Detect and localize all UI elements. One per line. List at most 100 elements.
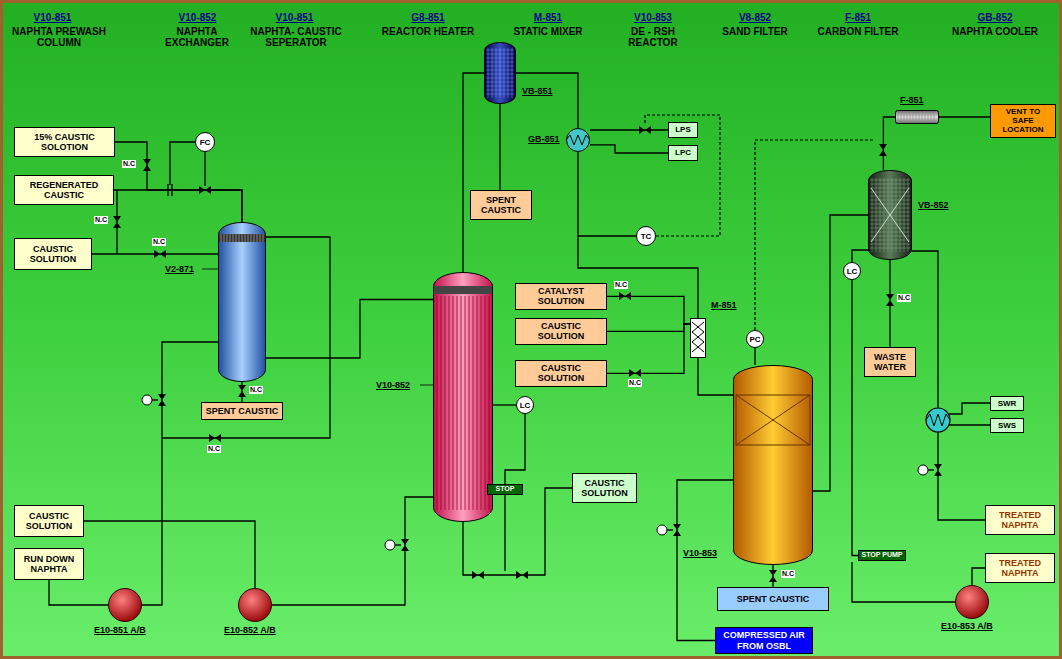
box-label: CAUSTIC SOLUTION: [18, 244, 88, 265]
pipe-connector: [607, 324, 690, 331]
drawing-line: [233, 234, 234, 242]
drawing-polyline: [852, 250, 868, 262]
drawing-line: [916, 112, 917, 122]
drawing-line: [242, 234, 243, 242]
separator-vessel-outline: [484, 42, 516, 104]
drawing-line: [870, 192, 910, 193]
drawing-line: [870, 220, 910, 221]
pipe-connector: [677, 480, 733, 641]
carbon-filter-outline: [895, 110, 939, 124]
drawing-circle: [926, 408, 950, 432]
drawing-line: [896, 178, 897, 252]
drawing-line: [465, 296, 466, 510]
drawing-line: [512, 48, 513, 98]
box-label: CATALYST SOLUTION: [519, 286, 603, 307]
drawing-line: [486, 50, 514, 51]
drawing-rect: [434, 273, 493, 522]
equipment-title: SAND FILTER: [706, 26, 804, 37]
pipe-connector: [115, 142, 242, 222]
box-label: WASTE WATER: [868, 352, 912, 373]
drawing-line: [204, 152, 205, 186]
drawing-line: [870, 228, 910, 229]
pipe-connector: [499, 104, 500, 190]
drawing-line: [485, 296, 486, 510]
drawing-use: [769, 570, 777, 582]
pipe-connector: [883, 117, 895, 170]
drawing-line: [884, 178, 885, 252]
drawing-line: [486, 82, 514, 83]
pump-symbol: E10-852 A/B: [238, 588, 272, 622]
drawing-line: [736, 395, 810, 445]
process-box: TREATED NAPHTA: [985, 505, 1055, 535]
drawing-line: [910, 112, 911, 122]
drawing-line: [870, 208, 910, 209]
equipment-tag: GB-851: [528, 134, 560, 144]
drawing-line: [489, 296, 490, 510]
drawing-rect: [869, 171, 912, 260]
pipe-connector: [813, 215, 868, 491]
drawing-line: [919, 112, 920, 122]
drawing-line: [870, 184, 910, 185]
drawing-line: [931, 112, 932, 122]
box-label: STOP: [496, 485, 515, 493]
equipment-title: NAPHTA EXCHANGER: [158, 26, 236, 48]
valve-state: N.C: [207, 445, 221, 453]
drawing-line: [230, 234, 231, 242]
drawing-line: [870, 204, 910, 205]
instrument-tag: FC: [200, 138, 211, 147]
pump-symbol-outline: [955, 585, 989, 619]
drawing-line: [486, 66, 514, 67]
drawing-polyline: [692, 322, 704, 352]
process-box: SWS: [990, 418, 1024, 433]
drawing-line: [504, 495, 505, 571]
drawing-line: [488, 48, 489, 98]
drawing-circle: [956, 586, 989, 619]
process-box: SWR: [990, 396, 1024, 411]
drawing-use: [472, 571, 484, 579]
equipment-number: G8-851: [395, 12, 461, 23]
prewash-column-outline: [218, 222, 266, 382]
pipe-connector: [84, 521, 255, 588]
equipment-tag: V2-871: [165, 264, 194, 274]
drawing-polyline: [692, 322, 704, 352]
heater-symbol-outline: [566, 128, 590, 152]
equipment-title: STATIC MIXER: [500, 26, 596, 37]
valve-state: N.C: [122, 160, 136, 168]
drawing-line: [449, 296, 450, 510]
drawing-line: [493, 404, 516, 405]
drawing-use: [401, 539, 409, 551]
equipment-number: V10-851: [20, 12, 85, 23]
drawing-use: [158, 394, 166, 406]
valve-state: N.C: [614, 281, 628, 289]
drawing-use: [886, 294, 894, 306]
drawing-line: [221, 234, 222, 242]
pipe-connector: [912, 251, 985, 520]
equipment-tag: V10-852: [376, 380, 410, 390]
box-label: COMPRESSED AIR FROM OSBL: [719, 630, 809, 651]
drawing-line: [925, 112, 926, 122]
drawing-line: [904, 112, 905, 122]
pipe-connector: [972, 568, 985, 585]
drawing-line: [754, 348, 755, 365]
process-box: SPENT CAUSTIC: [717, 587, 829, 611]
equipment-tag: F-851: [900, 95, 924, 105]
drawing-line: [870, 212, 910, 213]
drawing-line: [486, 78, 514, 79]
drawing-line: [901, 112, 902, 122]
drawing-line: [888, 178, 889, 252]
drawing-line: [224, 234, 225, 242]
drawing-line: [437, 296, 438, 510]
exchanger-vessel-outline: [433, 272, 493, 522]
process-box: CAUSTIC SOLUTION: [14, 238, 92, 270]
box-label: SPENT CAUSTIC: [474, 195, 528, 216]
equipment-number: V10-853: [620, 12, 686, 23]
drawing-polyline: [566, 135, 590, 145]
process-box: SPENT CAUSTIC: [470, 190, 532, 220]
drawing-use: [209, 434, 221, 442]
drawing-use: [199, 186, 211, 194]
box-label: TREATED NAPHTA: [989, 558, 1051, 579]
equipment-tag: VB-851: [522, 86, 553, 96]
drawing-circle: [567, 129, 590, 152]
drawing-line: [486, 62, 514, 63]
drawing-line: [441, 296, 442, 510]
